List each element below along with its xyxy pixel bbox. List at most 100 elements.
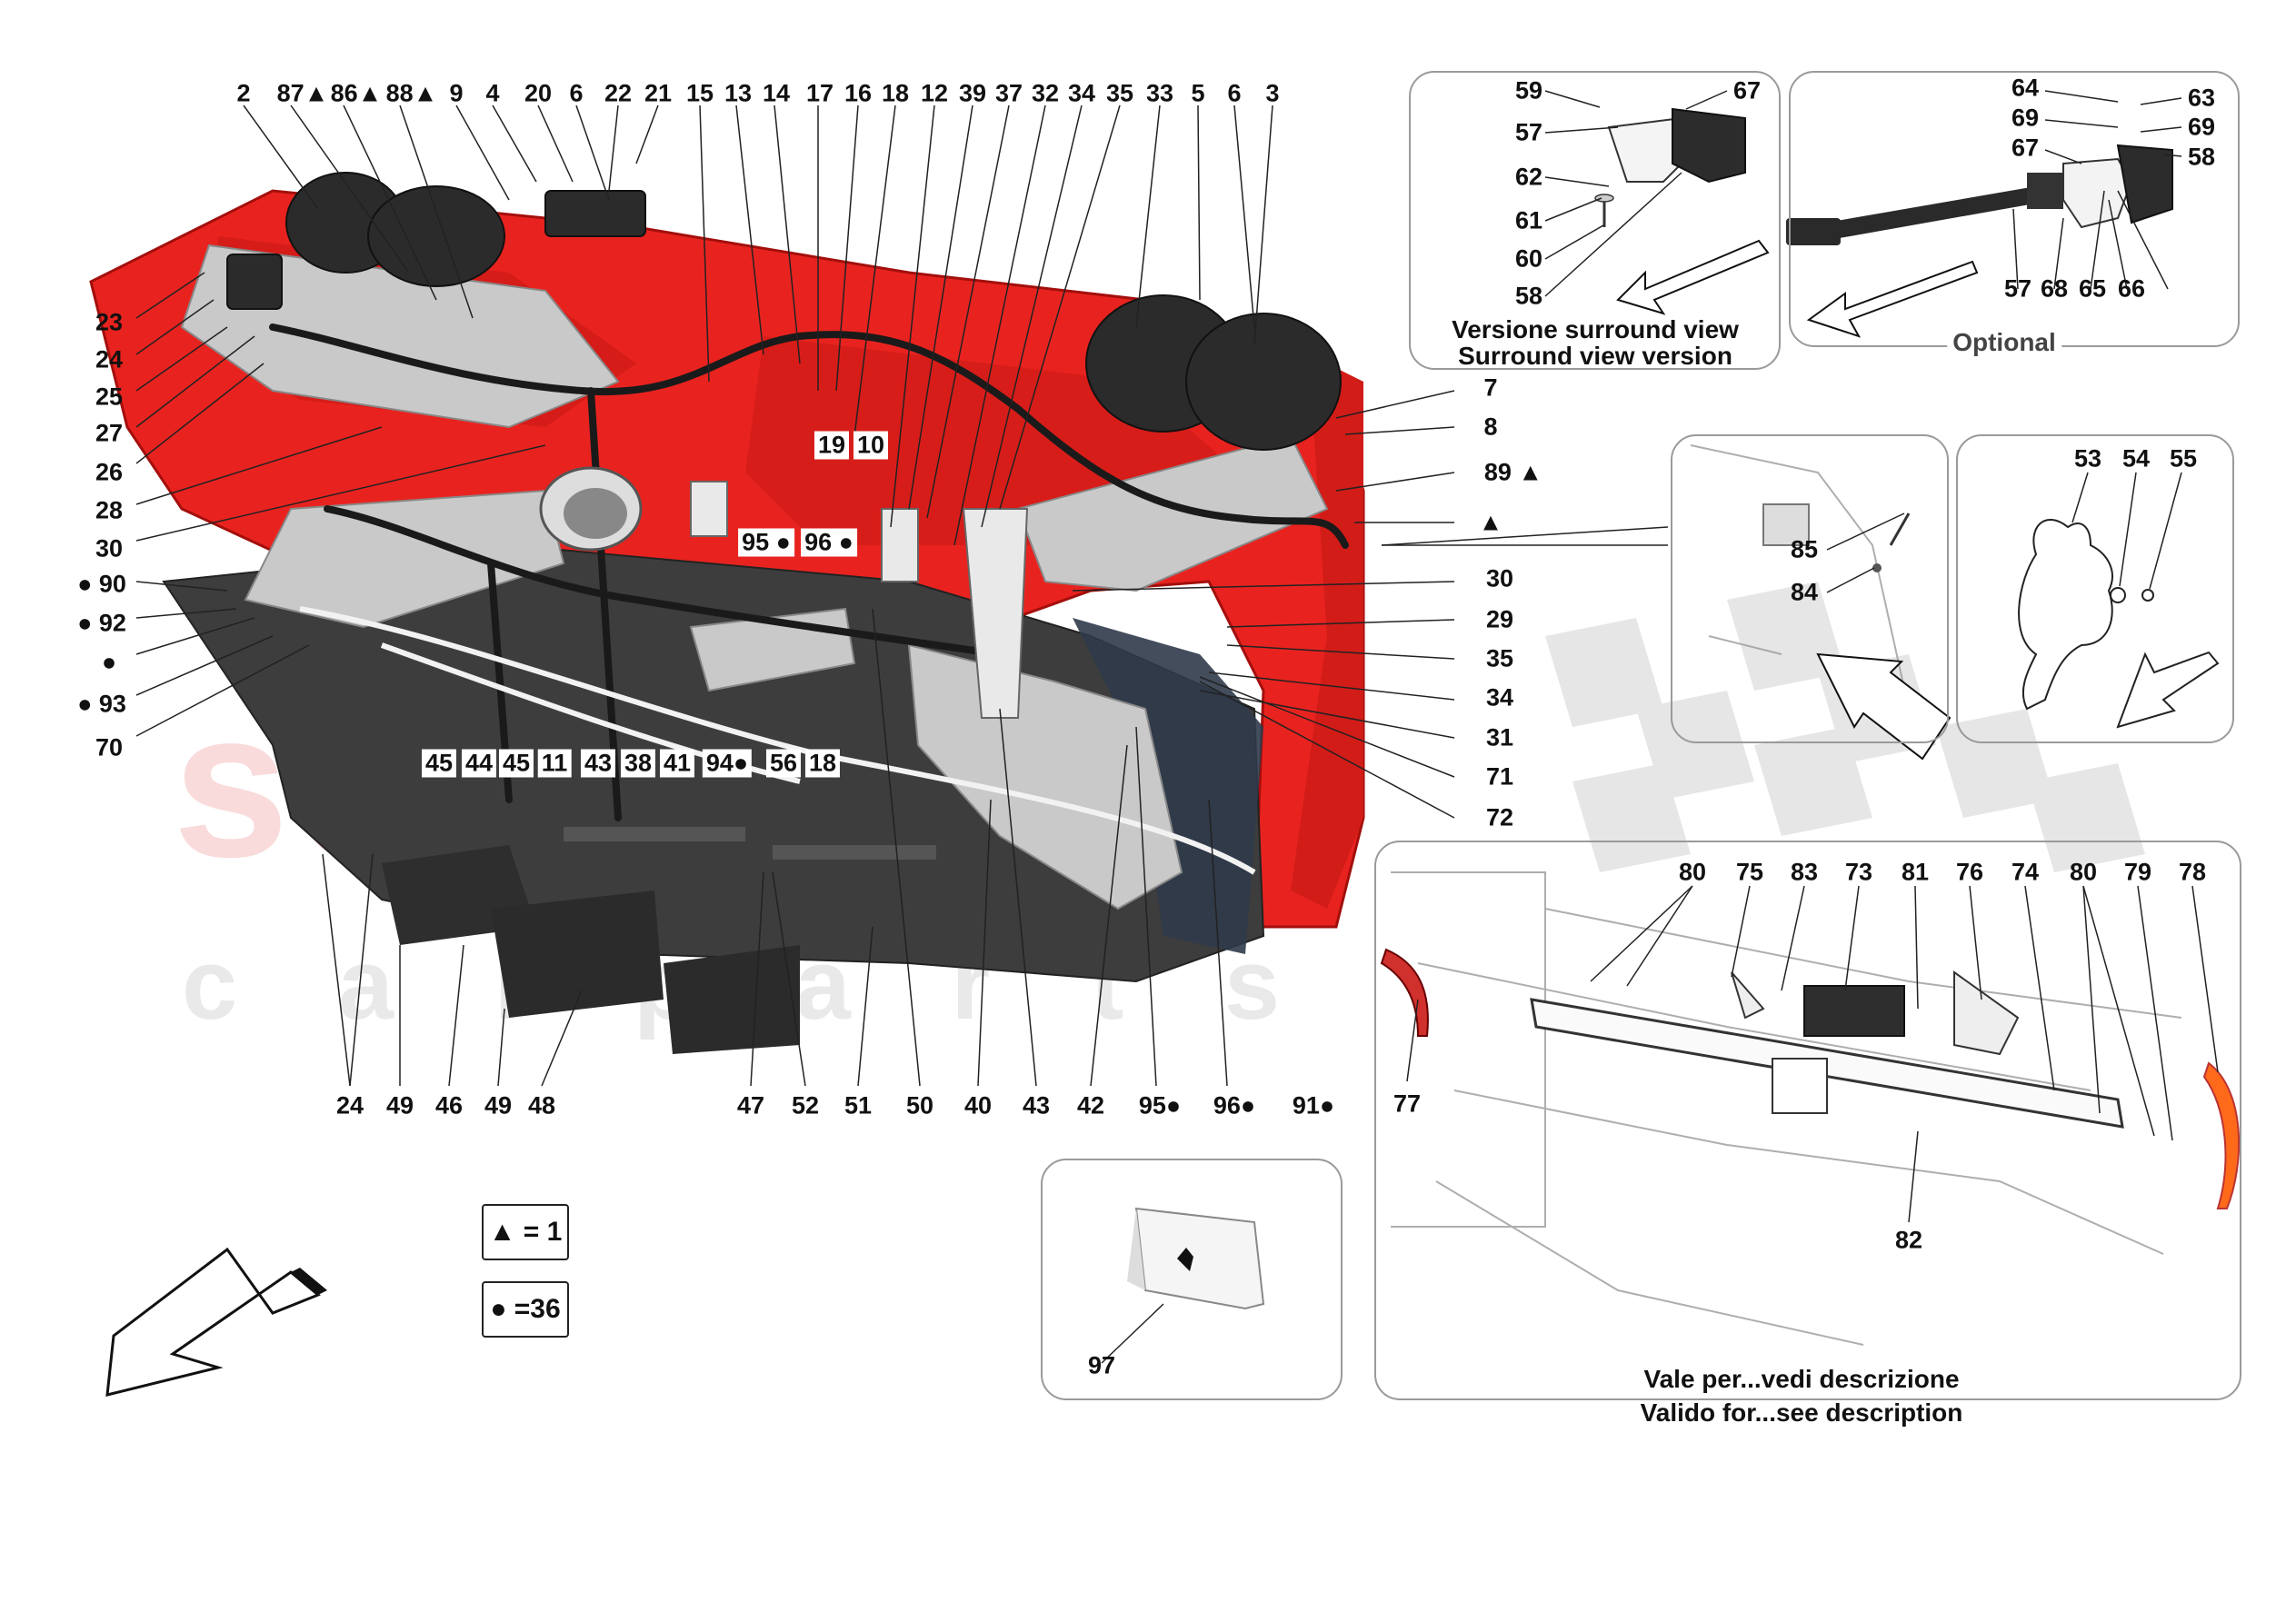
callout-label: 12 bbox=[920, 79, 949, 107]
speaker-housings bbox=[226, 172, 1342, 451]
callout-label: 43 bbox=[580, 749, 616, 778]
legend-triangle: ▲ = 1 bbox=[482, 1204, 569, 1260]
callout-label: 45 bbox=[421, 749, 457, 778]
callout-label: ▲ bbox=[1478, 508, 1503, 536]
callout-label: 24 bbox=[335, 1091, 364, 1119]
callout-label: 68 bbox=[2040, 274, 2069, 303]
callout-label: 91● bbox=[1292, 1091, 1335, 1119]
horse-leaders bbox=[2071, 472, 2182, 590]
callout-label: 18 bbox=[881, 79, 910, 107]
callout-label: 57 bbox=[2003, 274, 2032, 303]
callout-label: 63 bbox=[2187, 84, 2216, 112]
callout-label: 33 bbox=[1145, 79, 1174, 107]
callout-label: 16 bbox=[844, 79, 873, 107]
callout-label: 40 bbox=[963, 1091, 993, 1119]
callout-label: 82 bbox=[1894, 1226, 1923, 1254]
surround-leaders bbox=[1544, 90, 1728, 297]
legend-dot: ● =36 bbox=[482, 1281, 569, 1338]
panel-85-drawing bbox=[1762, 503, 1952, 761]
callout-label: 67 bbox=[2011, 134, 2040, 162]
callout-label: 6 bbox=[569, 79, 584, 107]
detail-panel-emblem bbox=[1956, 434, 2234, 743]
callout-label: 42 bbox=[1076, 1091, 1105, 1119]
callout-label: 20 bbox=[524, 79, 553, 107]
optional-inset-drawing bbox=[1786, 144, 2173, 338]
callout-label: 69 bbox=[2011, 104, 2040, 132]
callout-label: 79 bbox=[2123, 858, 2152, 886]
callout-label: 58 bbox=[1514, 282, 1543, 310]
callout-label: 74 bbox=[2011, 858, 2040, 886]
callout-label: 50 bbox=[905, 1091, 934, 1119]
callout-label: 41 bbox=[659, 749, 695, 778]
callout-label: 64 bbox=[2011, 74, 2040, 102]
callout-label: 60 bbox=[1514, 244, 1543, 273]
callout-label: 66 bbox=[2117, 274, 2146, 303]
callout-label: 44 bbox=[461, 749, 497, 778]
callout-label: 78 bbox=[2178, 858, 2207, 886]
callout-label: 43 bbox=[1022, 1091, 1051, 1119]
callout-label: 17 bbox=[805, 79, 834, 107]
callout-label: 73 bbox=[1844, 858, 1873, 886]
callout-label: 45 bbox=[498, 749, 534, 778]
callout-label: 46 bbox=[434, 1091, 464, 1119]
callout-label: 88▲ bbox=[385, 79, 438, 107]
duct-ring bbox=[539, 466, 643, 552]
callout-label: 89 ▲ bbox=[1483, 458, 1543, 486]
callout-label: 54 bbox=[2121, 444, 2151, 473]
callout-label: 2 bbox=[236, 79, 251, 107]
callout-label: 7 bbox=[1483, 373, 1498, 402]
callout-label: 58 bbox=[2187, 143, 2216, 171]
callout-label: 80 bbox=[1678, 858, 1707, 886]
callout-label: 95 ● bbox=[738, 528, 794, 557]
callout-label: 11 bbox=[537, 749, 572, 778]
callout-label: 19 bbox=[814, 431, 850, 460]
callout-label: 75 bbox=[1735, 858, 1764, 886]
surround-caption-it: Versione surround view bbox=[1452, 315, 1739, 343]
callout-label: 69 bbox=[2187, 113, 2216, 141]
callout-label: 6 bbox=[1227, 79, 1242, 107]
callout-label: 8 bbox=[1483, 413, 1498, 441]
callout-label: 67 bbox=[1732, 76, 1762, 104]
callout-label: 49 bbox=[385, 1091, 414, 1119]
manual-folder bbox=[1127, 1207, 1265, 1310]
callout-label: 96 ● bbox=[801, 528, 857, 557]
callout-label: 13 bbox=[724, 79, 753, 107]
direction-arrow-main bbox=[105, 1247, 327, 1397]
callout-label: ● 90 bbox=[77, 570, 126, 598]
callout-label: 51 bbox=[844, 1091, 873, 1119]
panel-85-leaders bbox=[1826, 512, 1905, 593]
valid-caption-it: Vale per...vedi descrizione bbox=[1643, 1365, 1960, 1393]
callout-label: 32 bbox=[1031, 79, 1060, 107]
callout-label: 81 bbox=[1901, 858, 1930, 886]
inset-sketch-lines bbox=[1391, 444, 2182, 1346]
callout-label: ● bbox=[101, 648, 117, 676]
callout-label: 52 bbox=[791, 1091, 820, 1119]
surround-caption-en: Surround view version bbox=[1458, 342, 1732, 370]
callout-label: 80 bbox=[2069, 858, 2098, 886]
leader-lines bbox=[135, 104, 1669, 1087]
valid-caption-en: Valido for...see description bbox=[1640, 1398, 1963, 1427]
callout-label: 71 bbox=[1485, 762, 1514, 791]
callout-label: 4 bbox=[485, 79, 500, 107]
callout-label: ● 92 bbox=[77, 609, 126, 637]
callout-label: 62 bbox=[1514, 163, 1543, 191]
callout-label: 37 bbox=[994, 79, 1023, 107]
callout-label: ● 93 bbox=[77, 690, 126, 718]
callout-label: 29 bbox=[1485, 605, 1514, 633]
callout-label: 85 bbox=[1790, 535, 1819, 563]
callout-label: 28 bbox=[95, 496, 124, 524]
callout-label: 5 bbox=[1191, 79, 1205, 107]
callout-label: 57 bbox=[1514, 118, 1543, 146]
brackets bbox=[690, 481, 1029, 719]
callout-label: 77 bbox=[1393, 1090, 1422, 1118]
callout-label: 76 bbox=[1955, 858, 1984, 886]
callout-label: 10 bbox=[853, 431, 889, 460]
callout-label: 26 bbox=[95, 458, 124, 486]
callout-label: 65 bbox=[2078, 274, 2107, 303]
callout-label: 14 bbox=[762, 79, 791, 107]
optional-leaders bbox=[2012, 90, 2182, 290]
callout-label: 55 bbox=[2169, 444, 2198, 473]
callout-label: 30 bbox=[95, 534, 124, 562]
callout-label: 83 bbox=[1790, 858, 1819, 886]
